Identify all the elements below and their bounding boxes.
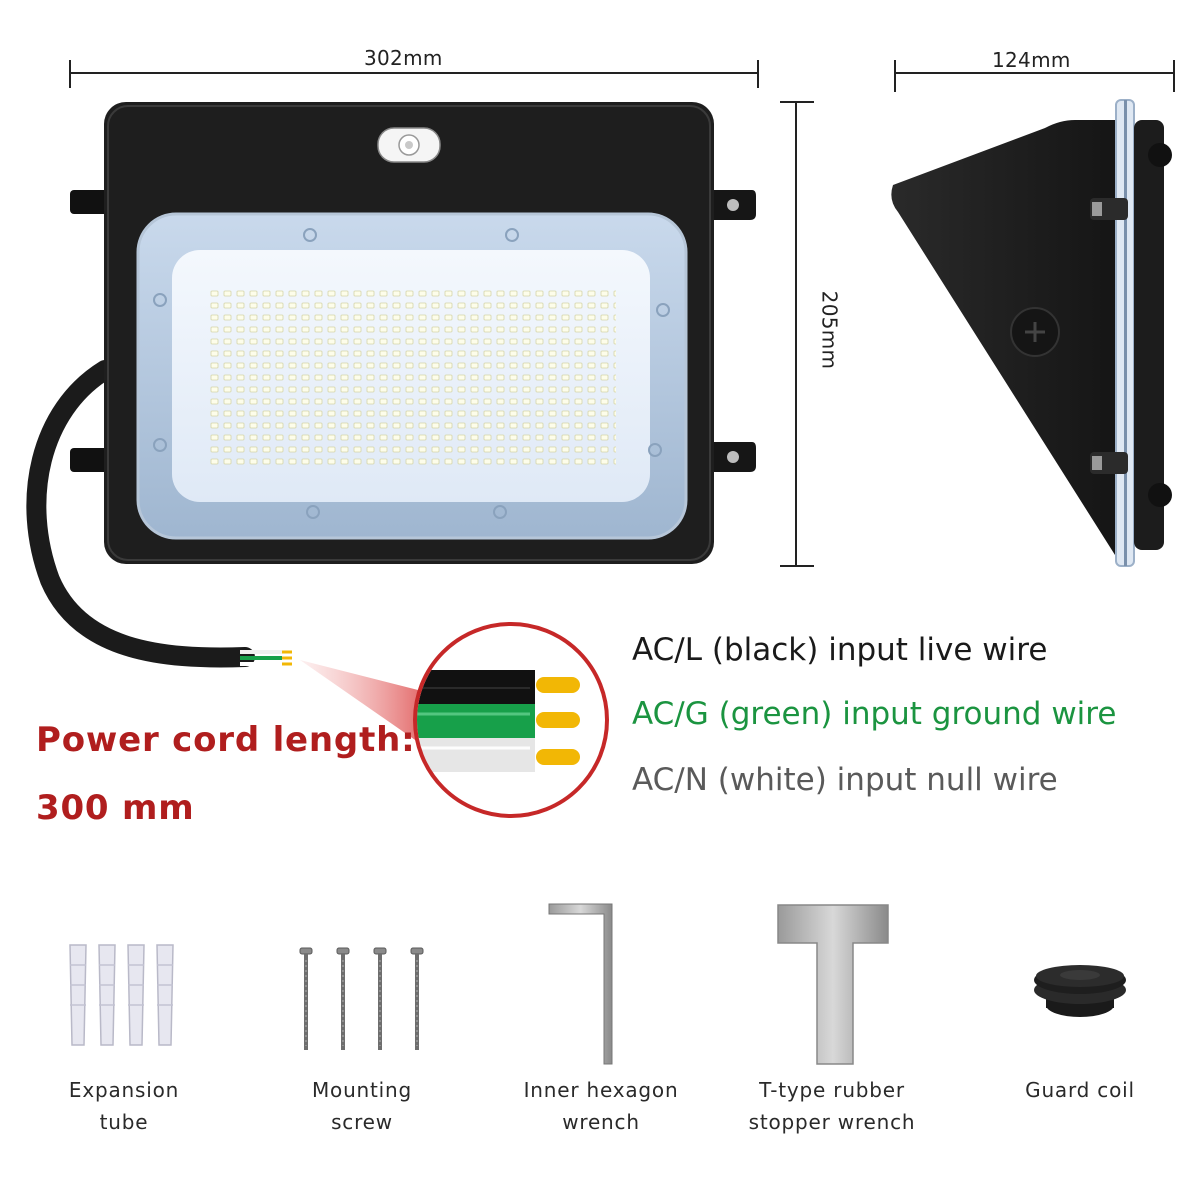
mounting-screw-icon: [299, 947, 424, 1050]
accessory-label-line: Expansion: [68, 1078, 180, 1102]
fixture-side-view: [891, 99, 1172, 567]
accessory-label-line: stopper wrench: [748, 1110, 916, 1134]
fixture-front-view: [70, 102, 756, 564]
wire-label-ground: AC/G (green) input ground wire: [632, 696, 1117, 732]
height-dimension-line: [780, 101, 814, 567]
power-cord: [26, 360, 255, 668]
cord-end-wires: [240, 650, 292, 666]
depth-dimension-label: 124mm: [992, 48, 1071, 72]
motion-sensor-icon: [377, 127, 441, 163]
wire-label-null: AC/N (white) input null wire: [632, 762, 1058, 798]
wire-label-live: AC/L (black) input live wire: [632, 632, 1048, 668]
callout-beam: [300, 660, 418, 742]
expansion-tube-icon: [69, 944, 174, 1046]
accessory-label-line: screw: [331, 1110, 393, 1134]
power-cord-length: 300 mm: [36, 788, 195, 828]
t-wrench-icon: [777, 904, 889, 1065]
wire-callout: [413, 622, 609, 818]
accessory-label-guard-coil: Guard coil: [970, 1074, 1190, 1106]
accessory-label-line: tube: [99, 1110, 149, 1134]
accessory-label-mounting-screw: Mounting screw: [252, 1074, 472, 1138]
accessory-label-line: Inner hexagon: [523, 1078, 679, 1102]
accessory-label-hex-wrench: Inner hexagon wrench: [491, 1074, 711, 1138]
guard-coil-icon: [1034, 965, 1126, 1017]
depth-dimension-line: [894, 60, 1175, 92]
accessory-label-line: T-type rubber: [759, 1078, 905, 1102]
accessory-label-line: Mounting: [311, 1078, 412, 1102]
accessory-label-t-wrench: T-type rubber stopper wrench: [722, 1074, 942, 1138]
accessory-label-line: wrench: [562, 1110, 640, 1134]
knockout-plug-icon: [1010, 307, 1060, 357]
height-dimension-label: 205mm: [817, 290, 842, 370]
power-cord-title: Power cord length:: [36, 720, 416, 760]
width-dimension-line: [69, 60, 759, 88]
accessory-label-expansion-tube: Expansion tube: [14, 1074, 234, 1138]
hex-wrench-icon: [548, 903, 613, 1065]
accessory-label-line: Guard coil: [1025, 1078, 1135, 1102]
width-dimension-label: 302mm: [364, 46, 443, 70]
